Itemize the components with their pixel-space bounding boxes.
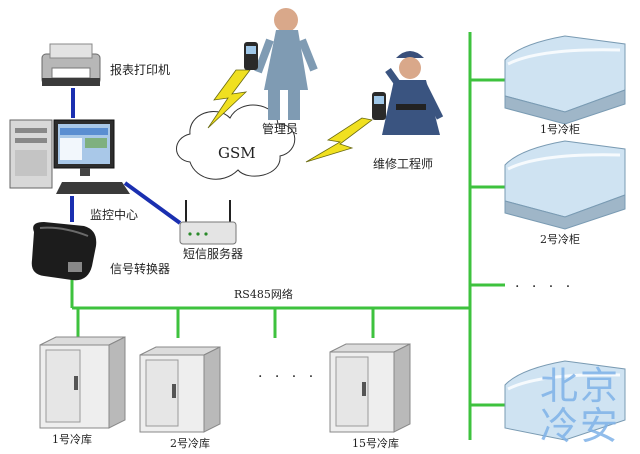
network-label: RS485网络 xyxy=(234,288,293,301)
computer-icon xyxy=(9,119,130,194)
cabinet-1-label: 1号冷柜 xyxy=(540,123,580,136)
phone-icon xyxy=(244,42,258,70)
printer-icon xyxy=(41,43,101,86)
engineer-label: 维修工程师 xyxy=(373,157,434,171)
cold-room-1-label: 1号冷库 xyxy=(52,433,92,446)
lightning-icon xyxy=(207,69,373,163)
cold-room-15-label: 15号冷库 xyxy=(352,437,399,450)
pc-to-sms-link xyxy=(123,181,182,225)
signal-converter-icon xyxy=(31,222,97,281)
cold-room-2-label: 2号冷库 xyxy=(170,437,210,450)
engineer-figure xyxy=(382,51,444,135)
sms-server-label: 短信服务器 xyxy=(183,247,244,261)
gsm-label: GSM xyxy=(218,144,256,162)
cold-room-icon xyxy=(39,336,126,429)
manager-figure xyxy=(254,8,318,120)
cold-room-icon xyxy=(139,346,221,433)
signal-converter-label: 信号转换器 xyxy=(110,262,171,276)
refrigerated-cabinet-icon xyxy=(504,35,626,125)
monitor-center-label: 监控中心 xyxy=(90,208,139,222)
cold-room-ellipsis: . . . . xyxy=(258,365,318,381)
printer-label: 报表打印机 xyxy=(110,63,171,77)
sms-server-icon xyxy=(179,200,237,245)
watermark-line-1: 北京 xyxy=(540,364,621,408)
gsm-cloud xyxy=(176,104,296,180)
phone-icon xyxy=(372,92,386,120)
watermark-line-2: 冷安 xyxy=(540,404,621,448)
rs485-network xyxy=(70,32,505,440)
refrigerated-cabinet-icon xyxy=(504,140,626,230)
cold-room-icon xyxy=(329,343,411,433)
refrigerated-cabinet-icon xyxy=(504,360,626,441)
cabinet-ellipsis: . . . . xyxy=(515,275,575,291)
manager-label: 管理员 xyxy=(262,122,299,136)
cabinet-2-label: 2号冷柜 xyxy=(540,233,580,246)
